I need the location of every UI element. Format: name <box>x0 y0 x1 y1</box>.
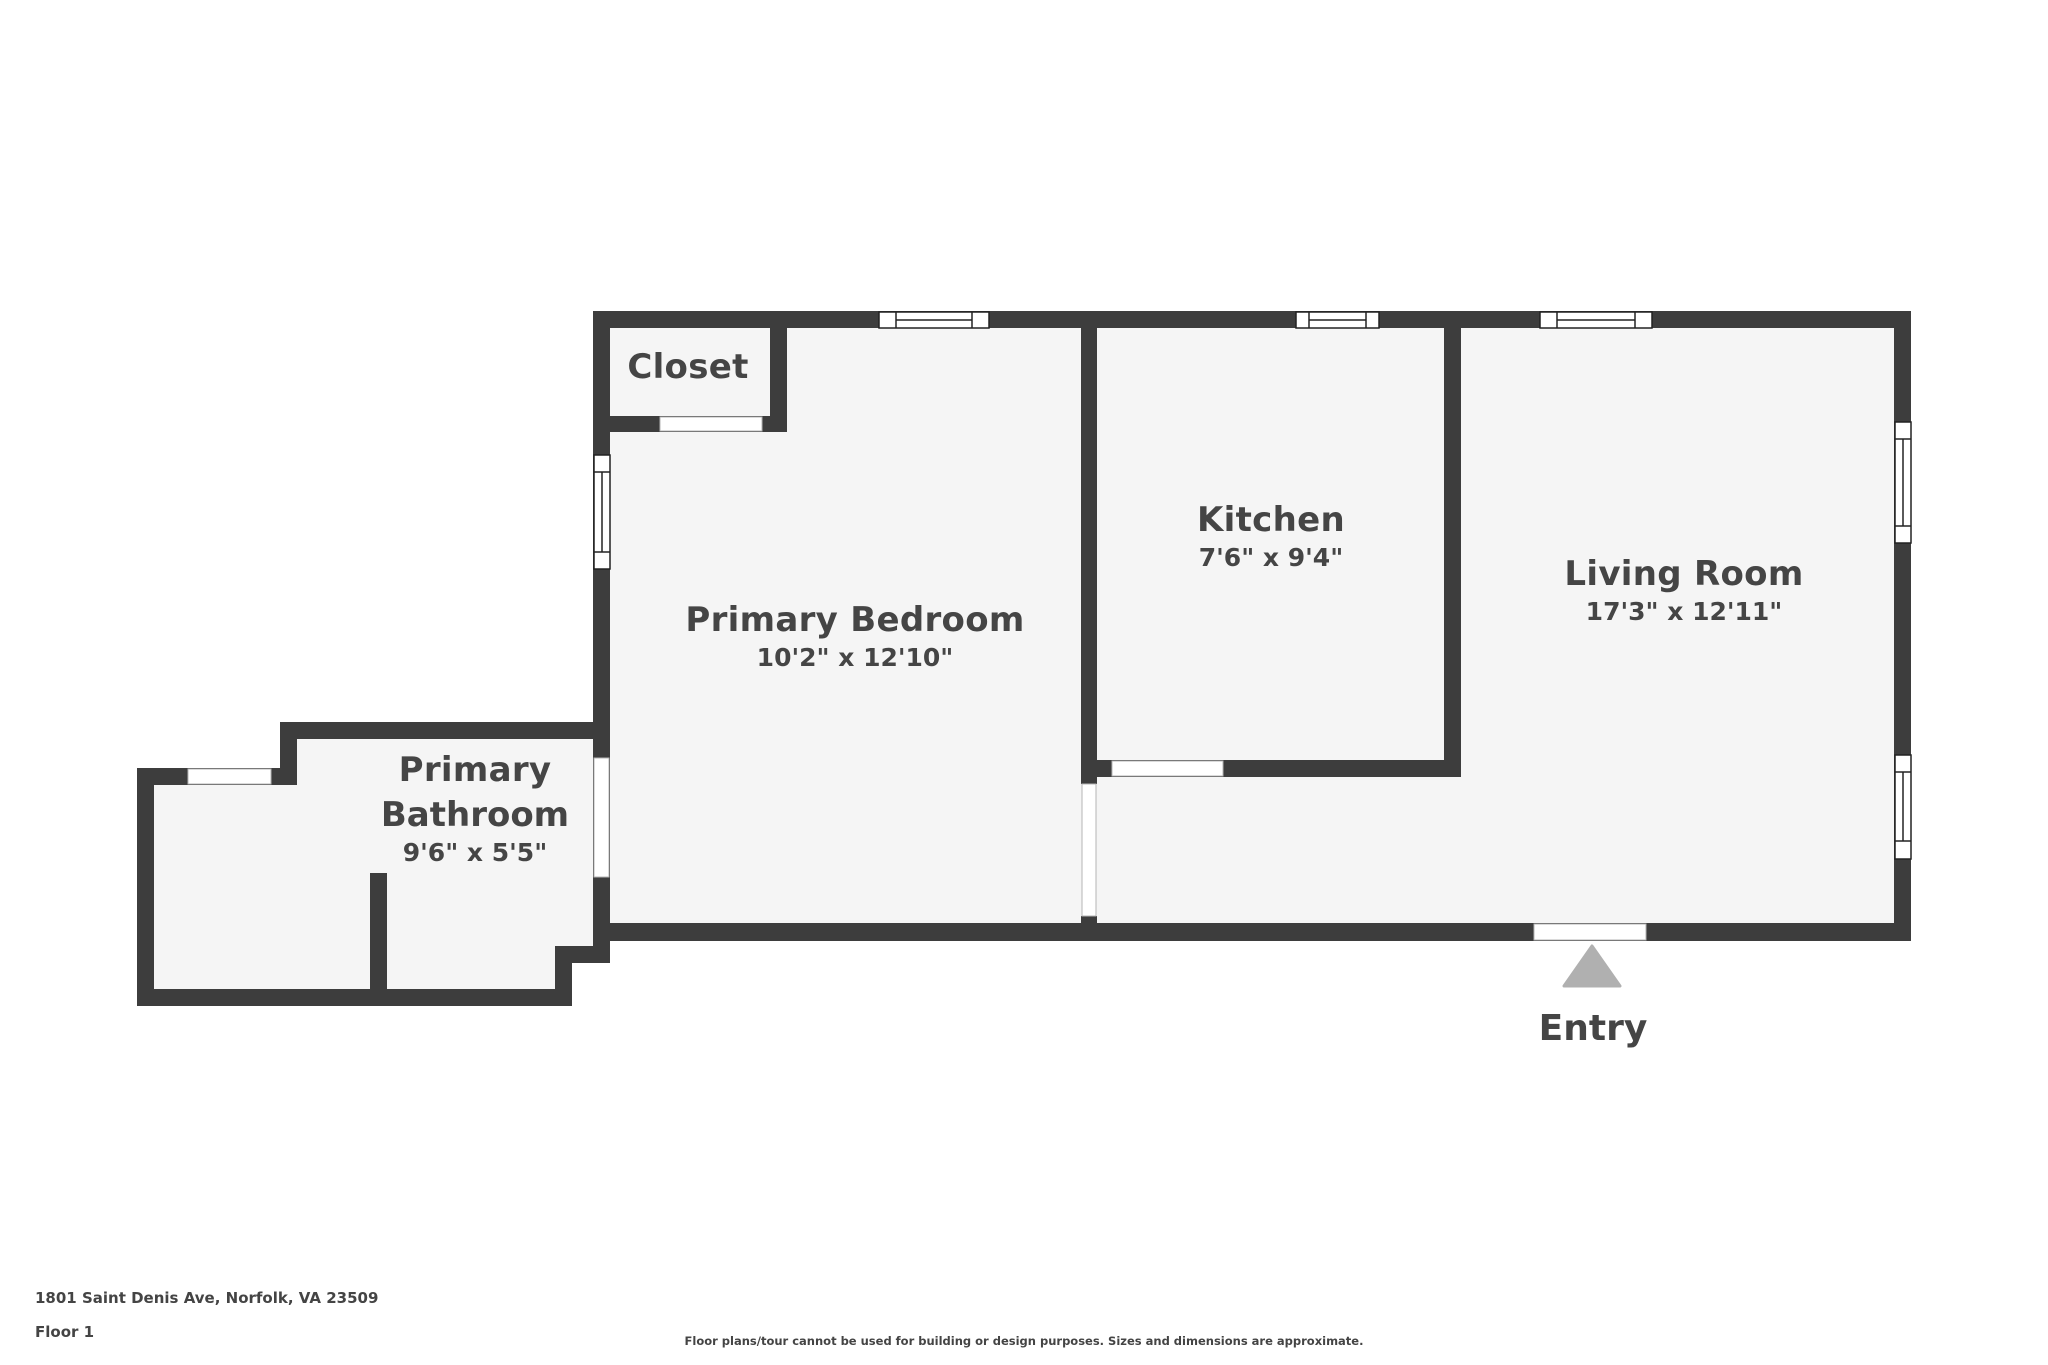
entry-door <box>1533 923 1647 941</box>
address-text: 1801 Saint Denis Ave, Norfolk, VA 23509 <box>35 1289 379 1307</box>
window-living-right-lower <box>1894 754 1912 860</box>
room-dimensions: 10'2" x 12'10" <box>756 643 954 672</box>
floor-main <box>600 320 1902 932</box>
floor-bath-lower <box>288 930 564 998</box>
room-dimensions: 7'6" x 9'4" <box>1198 543 1344 572</box>
room-label-primary-bedroom: Primary Bedroom 10'2" x 12'10" <box>685 603 1024 670</box>
room-name-line2: Bathroom <box>380 795 570 835</box>
room-dimensions: 17'3" x 12'11" <box>1585 597 1783 626</box>
closet-door <box>659 416 763 432</box>
room-name-line1: Primary <box>398 750 552 790</box>
room-label-kitchen: Kitchen 7'6" x 9'4" <box>1197 503 1345 570</box>
room-name: Living Room <box>1564 554 1804 594</box>
entry-arrow-icon <box>1562 944 1622 988</box>
disclaimer-text: Floor plans/tour cannot be used for buil… <box>684 1334 1364 1348</box>
room-name: Primary Bedroom <box>685 600 1025 640</box>
window-living-right-upper <box>1894 421 1912 544</box>
bedroom-living-doorway <box>1081 783 1097 917</box>
window-bedroom-top <box>878 311 990 329</box>
room-dimensions: 9'6" x 5'5" <box>402 838 548 867</box>
windows <box>593 311 1912 860</box>
window-kitchen-top <box>1295 311 1380 329</box>
floor-label: Floor 1 <box>35 1323 95 1341</box>
room-label-living-room: Living Room 17'3" x 12'11" <box>1564 557 1803 624</box>
bathroom-door <box>593 757 610 878</box>
room-label-closet: Closet <box>627 347 749 387</box>
window-bedroom-left <box>593 454 611 570</box>
room-name: Kitchen <box>1197 500 1345 540</box>
window-living-top <box>1539 311 1653 329</box>
floor-bath-upper <box>288 730 603 956</box>
entry-label: Entry <box>1538 1008 1648 1049</box>
room-floors <box>145 320 1902 998</box>
bathroom-window-opening <box>187 768 272 785</box>
floor-bath-left <box>145 776 295 998</box>
room-label-primary-bathroom: Primary Bathroom 9'6" x 5'5" <box>381 753 569 865</box>
door-openings <box>187 416 1647 941</box>
kitchen-door <box>1111 760 1224 777</box>
